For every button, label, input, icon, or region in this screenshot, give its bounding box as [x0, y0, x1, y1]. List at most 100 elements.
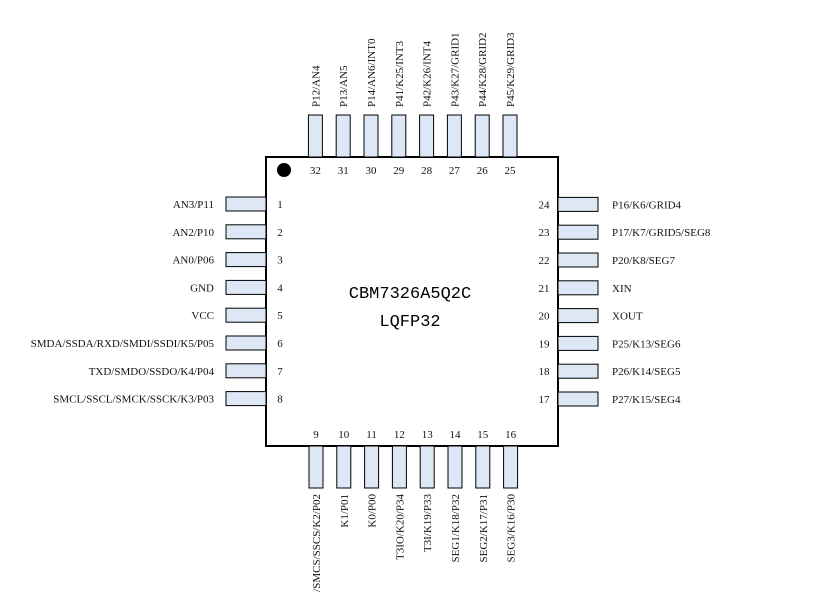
pin-21-number: 21: [539, 283, 550, 295]
pin-13-label: T3I/K19/P33: [422, 494, 434, 553]
chip-body: [265, 156, 559, 447]
pin-16-lead: [503, 445, 519, 489]
pin-20-lead: [557, 308, 599, 324]
pin-32-number: 32: [310, 165, 321, 177]
pin-14-number: 14: [450, 429, 462, 441]
pin-25-lead: [502, 114, 518, 158]
pin-22-number: 22: [539, 255, 550, 267]
pin-1-label: AN3/P11: [173, 199, 214, 211]
pin-27-label: P43/K27/GRID1: [449, 32, 461, 107]
pin-30-number: 30: [366, 165, 378, 177]
pin-22-lead: [557, 252, 599, 268]
pin-21-lead: [557, 280, 599, 296]
pin-21-label: XIN: [612, 283, 632, 295]
pin-23-number: 23: [539, 227, 551, 239]
pin-2-label: AN2/P10: [172, 227, 214, 239]
pin-9-number: 9: [313, 429, 319, 441]
pin-12-number: 12: [394, 429, 405, 441]
chip-package: LQFP32: [379, 313, 440, 332]
pin-24-number: 24: [539, 199, 551, 211]
pin-24-label: P16/K6/GRID4: [612, 199, 682, 211]
pin-26-label: P44/K28/GRID2: [477, 32, 489, 107]
pin-9-lead: [308, 445, 324, 489]
pin-29-number: 29: [393, 165, 405, 177]
pin-7-number: 7: [277, 366, 283, 378]
pin-11-lead: [364, 445, 380, 489]
pin-18-lead: [557, 363, 599, 379]
pin-4-lead: [225, 279, 267, 295]
pin-10-label: K1/P01: [339, 494, 351, 528]
pin-14-label: SEG1/K18/P32: [450, 494, 462, 562]
chip-part-number: CBM7326A5Q2C: [349, 285, 471, 304]
pin-27-lead: [446, 114, 462, 158]
pin-31-label: P13/AN5: [338, 65, 350, 107]
pin-1-lead: [225, 196, 267, 212]
pin-24-lead: [557, 196, 599, 212]
pin-26-number: 26: [477, 165, 489, 177]
pin-19-number: 19: [539, 338, 551, 350]
pin-25-number: 25: [505, 165, 517, 177]
pin-20-number: 20: [539, 311, 551, 323]
pin-4-label: GND: [190, 282, 214, 294]
pin-2-number: 2: [277, 227, 283, 239]
pin-29-label: P41/K25/INT3: [394, 41, 406, 108]
pin-10-number: 10: [338, 429, 350, 441]
pin-11-label: K0/P00: [367, 494, 379, 528]
pin-7-lead: [225, 363, 267, 379]
pin-18-label: P26/K14/SEG5: [612, 366, 681, 378]
pin-8-label: SMCL/SSCL/SMCK/SSCK/K3/P03: [53, 394, 214, 406]
pin-13-number: 13: [422, 429, 434, 441]
pin-9-label: /SMCS/SSCS/K2/P02: [311, 494, 323, 592]
pin-30-lead: [363, 114, 379, 158]
pin-31-lead: [335, 114, 351, 158]
pin-7-label: TXD/SMDO/SSDO/K4/P04: [89, 366, 215, 378]
pin-25-label: P45/K29/GRID3: [505, 32, 517, 107]
pins-layer: 1 AN3/P11 2 AN2/P10 3 AN0/P06 4 GND 5 VCC 6 SMDA/SS…: [31, 32, 711, 592]
pin-16-label: SEG3/K16/P30: [506, 494, 518, 563]
pin-15-label: SEG2/K17/P31: [478, 494, 490, 562]
pin-6-number: 6: [277, 338, 283, 350]
pin-3-lead: [225, 252, 267, 268]
pin-27-number: 27: [449, 165, 461, 177]
pin-5-label: VCC: [191, 310, 214, 322]
pin-6-label: SMDA/SSDA/RXD/SMDI/SSDI/K5/P05: [31, 338, 215, 350]
pin-31-number: 31: [338, 165, 349, 177]
pin-10-lead: [336, 445, 352, 489]
pin-12-label: T3IO/K20/P34: [394, 494, 406, 561]
pin-19-label: P25/K13/SEG6: [612, 338, 681, 350]
pin-8-number: 8: [277, 394, 283, 406]
pin-12-lead: [391, 445, 407, 489]
pin-23-lead: [557, 224, 599, 240]
pin-5-number: 5: [277, 310, 283, 322]
pin-23-label: P17/K7/GRID5/SEG8: [612, 227, 711, 239]
pin-6-lead: [225, 335, 267, 351]
pin-29-lead: [391, 114, 407, 158]
pin-1-number: 1: [277, 199, 283, 211]
pin-17-label: P27/K15/SEG4: [612, 394, 681, 406]
pin-8-lead: [225, 391, 267, 407]
pin-30-label: P14/AN6/INT0: [366, 38, 378, 107]
pin-19-lead: [557, 335, 599, 351]
pin-18-number: 18: [539, 366, 551, 378]
pin-15-number: 15: [477, 429, 489, 441]
pin-32-lead: [307, 114, 323, 158]
pin-13-lead: [419, 445, 435, 489]
pin-28-label: P42/K26/INT4: [422, 41, 434, 108]
pin-17-number: 17: [539, 394, 551, 406]
pin-22-label: P20/K8/SEG7: [612, 255, 675, 267]
pin-11-number: 11: [366, 429, 377, 441]
pin-17-lead: [557, 391, 599, 407]
pin-14-lead: [447, 445, 463, 489]
pin-32-label: P12/AN4: [310, 65, 322, 107]
pin-4-number: 4: [277, 282, 283, 294]
pin-5-lead: [225, 307, 267, 323]
pin1-marker-dot: [277, 163, 291, 177]
pin-2-lead: [225, 224, 267, 240]
pin-15-lead: [475, 445, 491, 489]
pin-28-number: 28: [421, 165, 433, 177]
pin-3-label: AN0/P06: [172, 255, 214, 267]
pin-3-number: 3: [277, 255, 283, 267]
pin-20-label: XOUT: [612, 311, 643, 323]
